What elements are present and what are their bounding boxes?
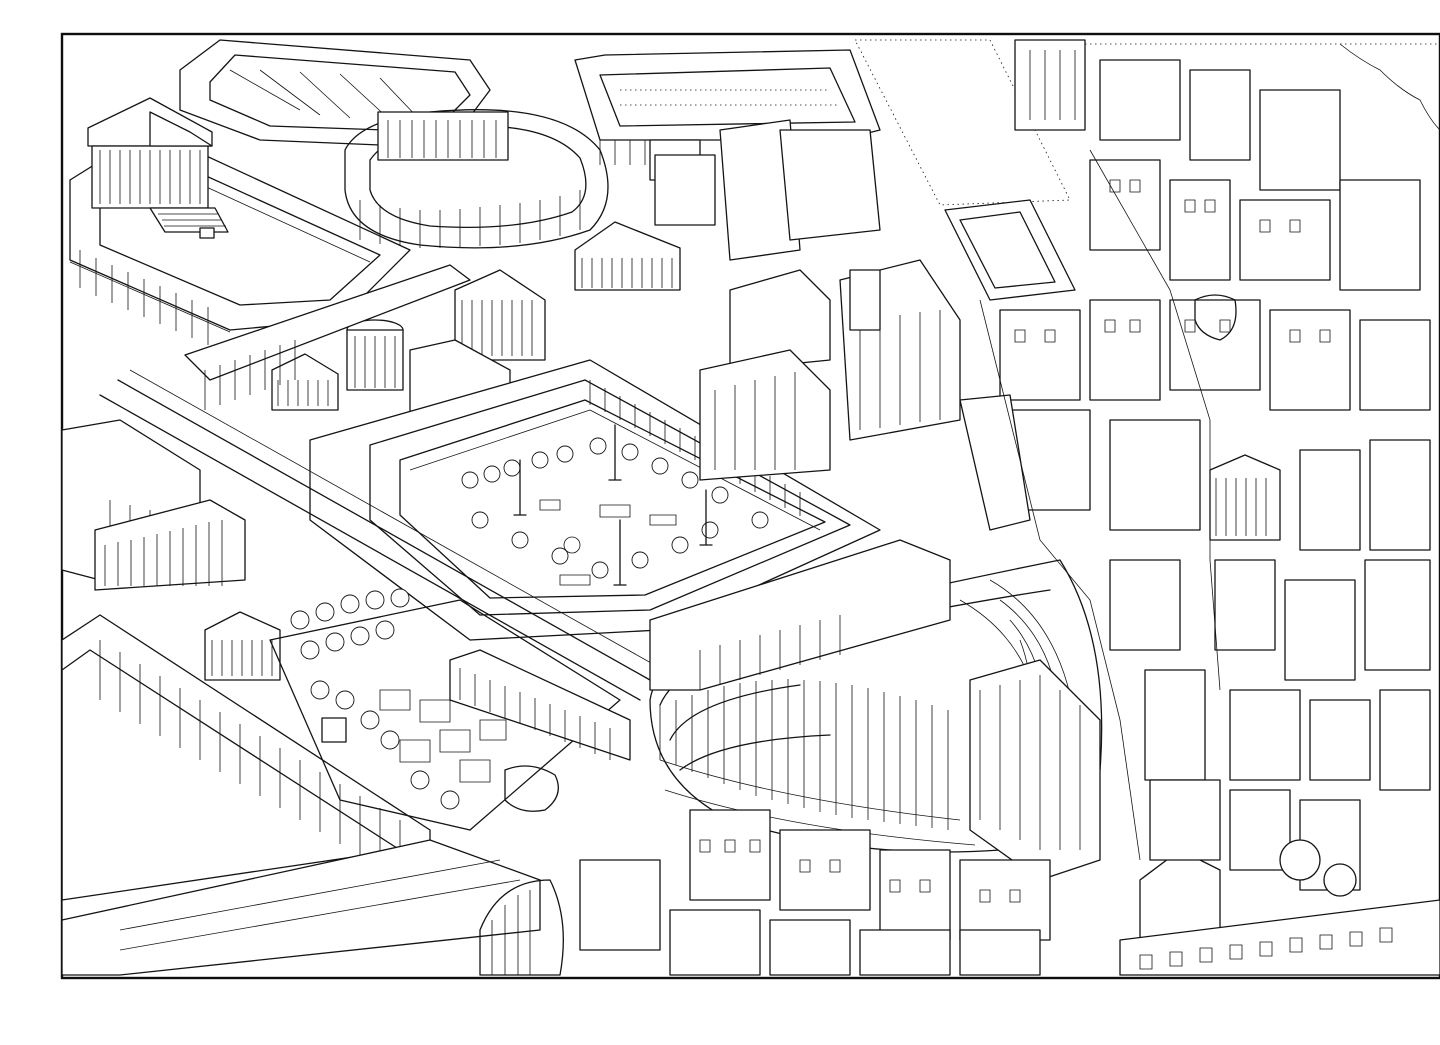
open-plaza-north: [854, 39, 1071, 206]
edge-northeast: [1339, 43, 1440, 131]
garden-court-central: [309, 359, 881, 641]
portico-southwest: [61, 611, 431, 921]
temple-court-northwest: [69, 97, 411, 345]
colonnade-west: [184, 264, 471, 410]
houses-southeast: [1119, 779, 1440, 976]
temple-northwest: [87, 97, 229, 239]
streets-east: [979, 149, 1221, 861]
theater-large: [649, 539, 1103, 881]
houses-central-east: [654, 119, 1031, 531]
road-diagonal: [99, 369, 661, 701]
portico-south-block: [449, 649, 631, 761]
buildings-west-edge: [61, 419, 246, 591]
houses-south: [579, 809, 1051, 976]
exedra-court-north: [179, 39, 609, 249]
city-blocks-east: [944, 39, 1431, 791]
street-bottom-left: [61, 839, 564, 976]
garden-parterre-south: [269, 588, 621, 831]
